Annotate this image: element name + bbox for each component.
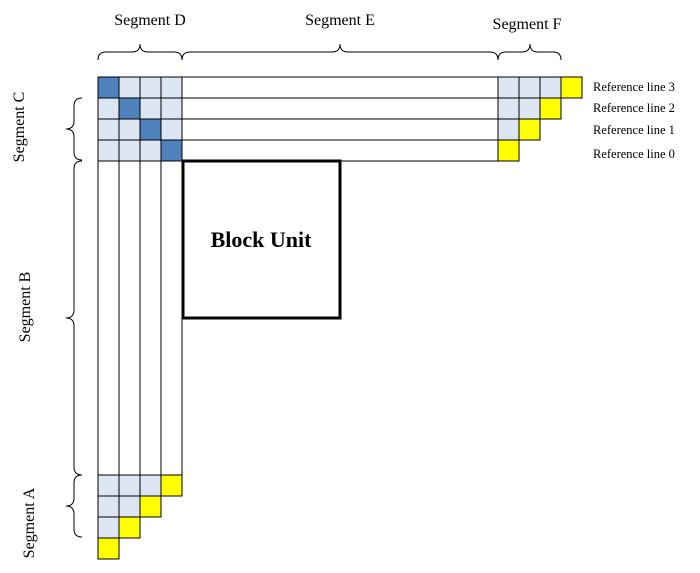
segment-a-cells [97,474,183,560]
brace-segment-b [65,160,83,476]
cell-r1-c2 [139,118,162,141]
cell-r3-c3 [160,76,183,99]
cell-a-r0-c2 [139,474,162,497]
cell-r0-c0 [97,139,120,162]
cell-a-r3-c0 [97,537,120,560]
col-ref1-segment-b [139,160,162,476]
cell-r0-c1 [118,139,141,162]
segment-a-label: Segment A [21,487,38,558]
cell-f-r2-c2 [539,97,562,120]
cell-r3-c1 [118,76,141,99]
cell-a-r1-c1 [118,495,141,518]
cell-a-r0-c3 [160,474,183,497]
segment-e-label: Segment E [305,12,375,29]
row-ref2-segment-e [181,97,499,120]
cell-r3-c2 [139,76,162,99]
block-unit-label: Block Unit [211,227,313,252]
cell-r0-c3 [160,139,183,162]
top-left-corner-cells [97,76,183,162]
cell-f-r3-c2 [539,76,562,99]
cell-f-r3-c0 [497,76,520,99]
cell-r2-c2 [139,97,162,120]
brace-segment-e [181,43,499,61]
segment-e-rows [181,76,499,162]
segment-f-cells [497,76,583,162]
cell-f-r1-c0 [497,118,520,141]
col-ref0-segment-b [160,160,183,476]
cell-a-r0-c0 [97,474,120,497]
cell-r3-c0 [97,76,120,99]
cell-a-r2-c0 [97,516,120,539]
brace-segment-c [65,97,83,161]
cell-a-r2-c1 [118,516,141,539]
row-ref0-segment-e [181,139,499,162]
cell-f-r0-c0 [497,139,520,162]
cell-f-r2-c0 [497,97,520,120]
cell-f-r3-c3 [560,76,583,99]
segment-c-label: Segment C [11,92,28,163]
segment-f-label: Segment F [493,16,562,33]
cell-r1-c0 [97,118,120,141]
cell-r2-c3 [160,97,183,120]
col-ref2-segment-b [118,160,141,476]
brace-segment-f [497,43,562,61]
cell-f-r2-c1 [518,97,541,120]
left-braces [65,97,83,538]
brace-segment-d [97,43,183,61]
row-ref3-segment-e [181,76,499,99]
cell-r2-c1 [118,97,141,120]
cell-r1-c3 [160,118,183,141]
row-ref1-segment-e [181,118,499,141]
cell-r0-c2 [139,139,162,162]
reference-line-3-label: Reference line 3 [593,80,675,94]
cell-a-r1-c0 [97,495,120,518]
cell-a-r1-c2 [139,495,162,518]
cell-a-r0-c1 [118,474,141,497]
cell-f-r1-c1 [518,118,541,141]
cell-r1-c1 [118,118,141,141]
segment-d-label: Segment D [114,12,186,29]
reference-line-2-label: Reference line 2 [593,101,675,115]
reference-line-1-label: Reference line 1 [593,123,675,137]
cell-r2-c0 [97,97,120,120]
reference-line-0-label: Reference line 0 [593,147,675,161]
top-braces [97,43,562,61]
block-unit-box [181,159,342,320]
cell-f-r3-c1 [518,76,541,99]
col-ref3-segment-b [97,160,120,476]
segment-b-columns [97,160,183,476]
brace-segment-a [65,474,83,538]
segment-b-label: Segment B [17,272,34,343]
